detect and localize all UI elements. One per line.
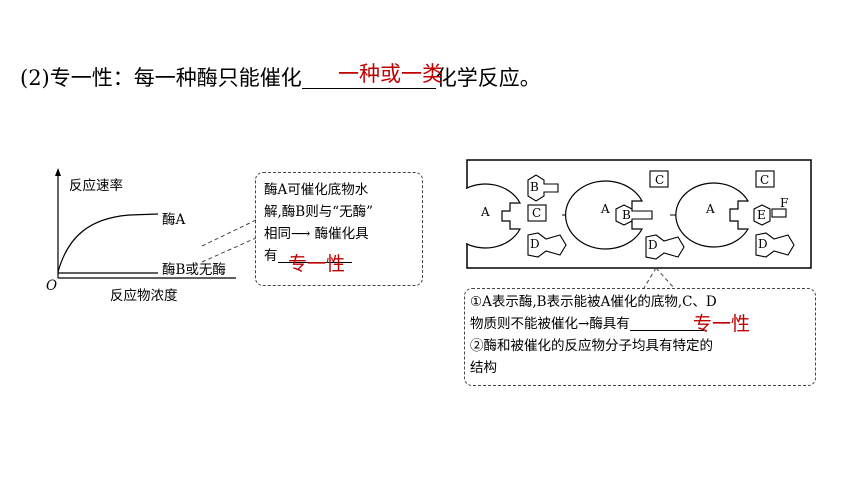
label-c-1: C — [532, 206, 542, 220]
label-a-1: A — [481, 205, 490, 219]
graph-note: 酶A可催化底物水 解,酶B则与“无酶” 相同⟶ 酶催化具 有 — [264, 179, 373, 267]
stage-1 — [466, 174, 567, 258]
diagram-note-line2: 物质则不能被催化→酶具有 — [470, 313, 717, 335]
heading-prefix: (2) — [20, 66, 50, 90]
enzyme-a-shape-3 — [675, 182, 750, 248]
graph-note-line1: 酶A可催化底物水 — [264, 182, 369, 198]
graph-note-line3: 相同⟶ 酶催化具 — [264, 226, 369, 242]
label-d-1: D — [530, 237, 540, 251]
product-e — [753, 204, 771, 226]
graph-origin: O — [46, 278, 58, 294]
diagram-note-line3: ②酶和被催化的反应物分子均具有特定的 — [470, 338, 713, 354]
molecule-d-2 — [645, 234, 685, 260]
label-f: F — [780, 196, 789, 210]
label-b-1: B — [530, 180, 539, 194]
molecule-d-3 — [755, 232, 795, 258]
graph-note-line2: 解,酶B则与“无酶” — [264, 204, 374, 220]
substrate-b-1 — [527, 174, 559, 202]
graph-note-line4: 有 — [264, 245, 373, 267]
diagram-leader-lines — [643, 267, 675, 289]
label-b-2: B — [622, 208, 631, 222]
enzyme-a-shape-1 — [466, 183, 521, 249]
diagram-note: ①A表示酶,B表示能被A催化的底物,C、D 物质则不能被催化→酶具有 ②酶和被催… — [470, 291, 717, 379]
molecule-d-1 — [527, 232, 567, 258]
substrate-b-2 — [615, 204, 653, 226]
graph-ylabel: 反应速率 — [69, 178, 123, 194]
molecule-c-1 — [527, 204, 547, 222]
arrow-icon: ⟶ — [291, 226, 315, 242]
label-d-2: D — [648, 238, 658, 252]
heading-text-after: 化学反应。 — [435, 66, 541, 90]
molecule-c-2 — [649, 170, 669, 188]
curve-a-label: 酶A — [162, 212, 186, 228]
diagram-note-line4: 结构 — [470, 360, 497, 376]
label-c-3: C — [760, 173, 770, 187]
product-f — [771, 208, 787, 218]
y-axis-arrow — [55, 168, 61, 176]
diagram-note-box — [464, 288, 816, 386]
label-c-2: C — [655, 173, 665, 187]
stage-2 — [564, 170, 685, 260]
rate-graph — [55, 168, 236, 279]
heading-answer: 一种或一类 — [338, 62, 443, 86]
graph-xlabel: 反应物浓度 — [110, 288, 178, 304]
molecule-c-3 — [755, 170, 775, 188]
arrow-icon: → — [578, 316, 590, 332]
diagram-note-blank — [629, 330, 704, 331]
graph-note-box — [255, 172, 423, 286]
heading-text-before: 专一性：每一种酶只能催化 — [49, 66, 302, 90]
heading: (2)专一性：每一种酶只能催化 化学反应。 — [20, 62, 541, 92]
curve-b-label: 酶B或无酶 — [162, 262, 226, 278]
graph-note-answer: 专一性 — [288, 253, 346, 275]
enzyme-a-shape-2 — [564, 180, 644, 250]
stage-3 — [675, 170, 795, 258]
curve-enzyme-a — [57, 213, 159, 273]
label-d-3: D — [758, 237, 768, 251]
diagram-note-line1: ①A表示酶,B表示能被A催化的底物,C、D — [470, 294, 717, 310]
graph-note-blank — [277, 262, 352, 263]
label-a-2: A — [601, 202, 610, 216]
heading-blank — [301, 66, 436, 89]
label-a-3: A — [706, 202, 715, 216]
diagram-note-answer: 专一性 — [693, 313, 751, 335]
graph-leader-lines — [201, 219, 257, 263]
enzyme-diagram — [466, 159, 812, 269]
label-e: E — [757, 208, 766, 222]
